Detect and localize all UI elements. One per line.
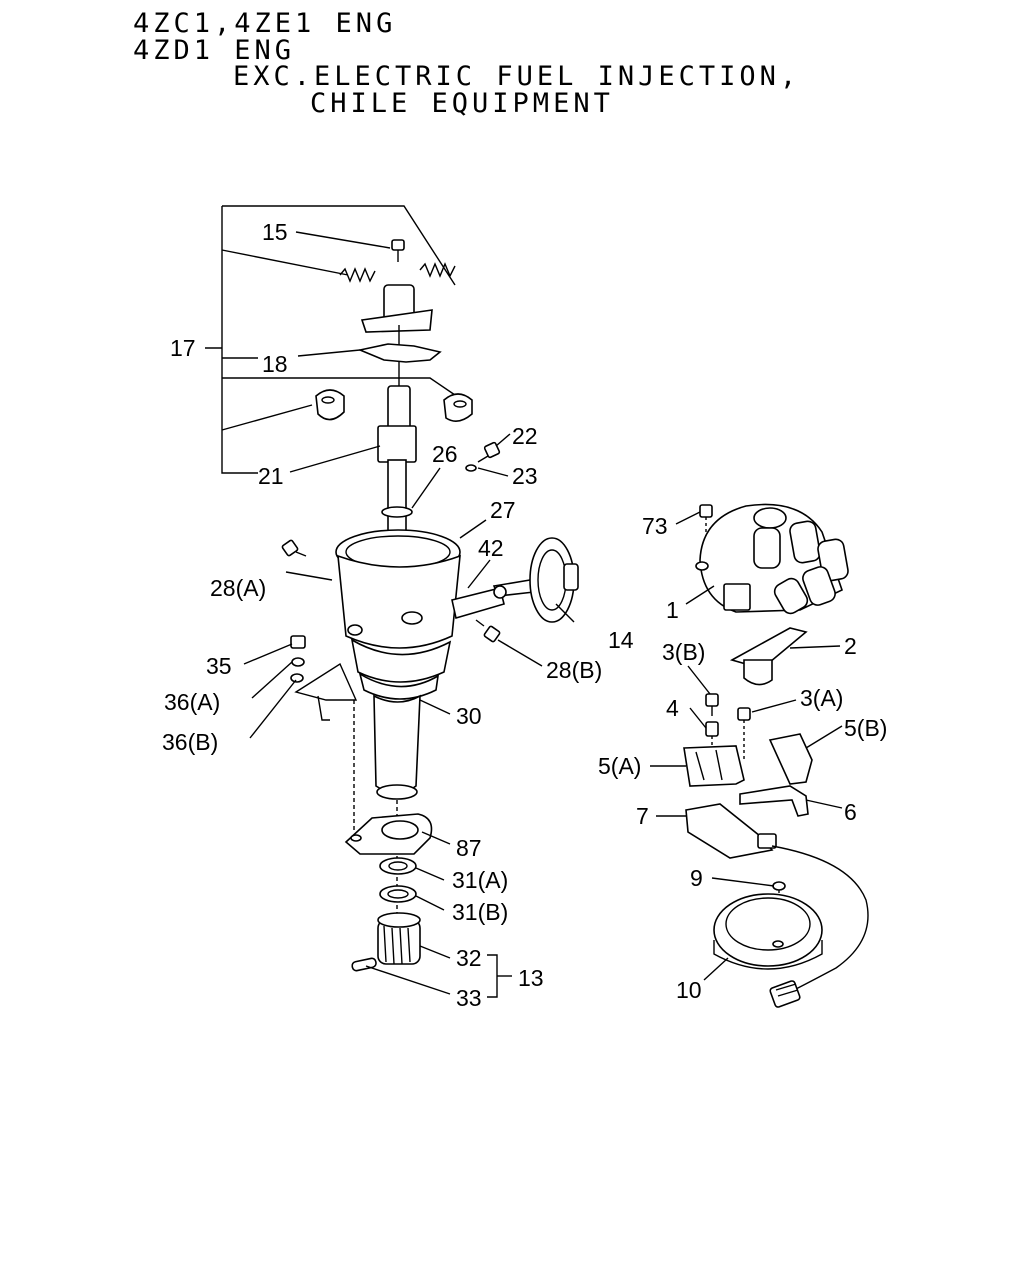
part-35-nut	[290, 635, 306, 649]
callout-labels: 15 17 18 21 22 26 23 27 42 28(A) 14 28(B…	[162, 219, 887, 1011]
callout-31b: 31(B)	[452, 899, 508, 925]
part-32-gear	[377, 912, 421, 965]
part-26-washer	[381, 506, 413, 518]
callout-28b: 28(B)	[546, 657, 602, 683]
part-23-washer	[465, 464, 477, 472]
callout-32: 32	[456, 945, 482, 971]
callout-13: 13	[518, 965, 544, 991]
callout-14: 14	[608, 627, 634, 653]
header-line-1: 4ZC1,4ZE1 ENG	[133, 8, 397, 39]
part-36a-washer	[291, 657, 305, 667]
callout-36a: 36(A)	[164, 689, 220, 715]
callout-17: 17	[170, 335, 196, 361]
callout-2: 2	[844, 633, 857, 659]
governor-cam-assembly	[360, 284, 433, 345]
callout-31a: 31(A)	[452, 867, 508, 893]
callout-18: 18	[262, 351, 288, 377]
part-22-screw	[477, 441, 501, 463]
wire-connector	[769, 980, 801, 1008]
callout-36b: 36(B)	[162, 729, 218, 755]
callout-33: 33	[456, 985, 482, 1011]
part-7-breaker-plate	[685, 803, 777, 859]
callout-26: 26	[432, 441, 458, 467]
sensor-wire-harness	[771, 845, 869, 993]
callout-10: 10	[676, 977, 702, 1003]
part-3b-screw	[705, 693, 719, 716]
part-87-flange	[344, 813, 433, 855]
part-5b-module	[768, 733, 813, 785]
callout-27: 27	[490, 497, 516, 523]
callout-35: 35	[206, 653, 232, 679]
part-28b-screw	[475, 619, 501, 643]
part-31a-washer	[379, 857, 417, 875]
part-1-distributor-cap	[695, 503, 849, 615]
part-10-base-plate	[713, 893, 823, 970]
part-33-pin	[351, 957, 377, 972]
callout-5b: 5(B)	[844, 715, 887, 741]
part-14-vacuum-unit	[492, 537, 579, 623]
governor-weight-left	[315, 389, 345, 421]
part-15-screw	[391, 239, 405, 262]
part-73-screw	[699, 504, 713, 560]
callout-3b: 3(B)	[662, 639, 705, 665]
callout-4: 4	[666, 695, 679, 721]
leader-lines	[243, 231, 843, 998]
part-30-shank	[373, 694, 421, 800]
governor-spring-right	[419, 262, 456, 278]
part-18-plate	[357, 343, 442, 363]
callout-5a: 5(A)	[598, 753, 641, 779]
header-line-3: EXC.ELECTRIC FUEL INJECTION,	[233, 61, 801, 92]
callout-6: 6	[844, 799, 857, 825]
header-line-4: CHILE EQUIPMENT	[310, 88, 614, 119]
part-5a-module	[683, 745, 745, 787]
part-6-pickup-plate	[739, 785, 809, 817]
governor-bracket-lines	[205, 205, 456, 474]
callout-22: 22	[512, 423, 538, 449]
part-3a-screw	[737, 707, 751, 760]
callout-42: 42	[478, 535, 504, 561]
callout-28a: 28(A)	[210, 575, 266, 601]
callout-1: 1	[666, 597, 679, 623]
callout-9: 9	[690, 865, 703, 891]
callout-30: 30	[456, 703, 482, 729]
distributor-housing	[335, 529, 505, 700]
part-28a-screw	[281, 539, 307, 557]
part-31b-washer	[379, 885, 417, 903]
callout-7: 7	[636, 803, 649, 829]
callout-23: 23	[512, 463, 538, 489]
callout-15: 15	[262, 219, 288, 245]
governor-spring-left	[339, 267, 376, 283]
callout-73: 73	[642, 513, 668, 539]
header-line-2: 4ZD1 ENG	[133, 35, 296, 66]
part-2-rotor	[729, 627, 808, 686]
callout-3a: 3(A)	[800, 685, 843, 711]
part-9-washer	[772, 881, 786, 891]
part-4-spacer	[705, 721, 719, 737]
part-36b-washer	[290, 673, 304, 683]
governor-weight-right	[443, 393, 473, 422]
mounting-bracket	[294, 662, 358, 721]
callout-87: 87	[456, 835, 482, 861]
callout-21: 21	[258, 463, 284, 489]
